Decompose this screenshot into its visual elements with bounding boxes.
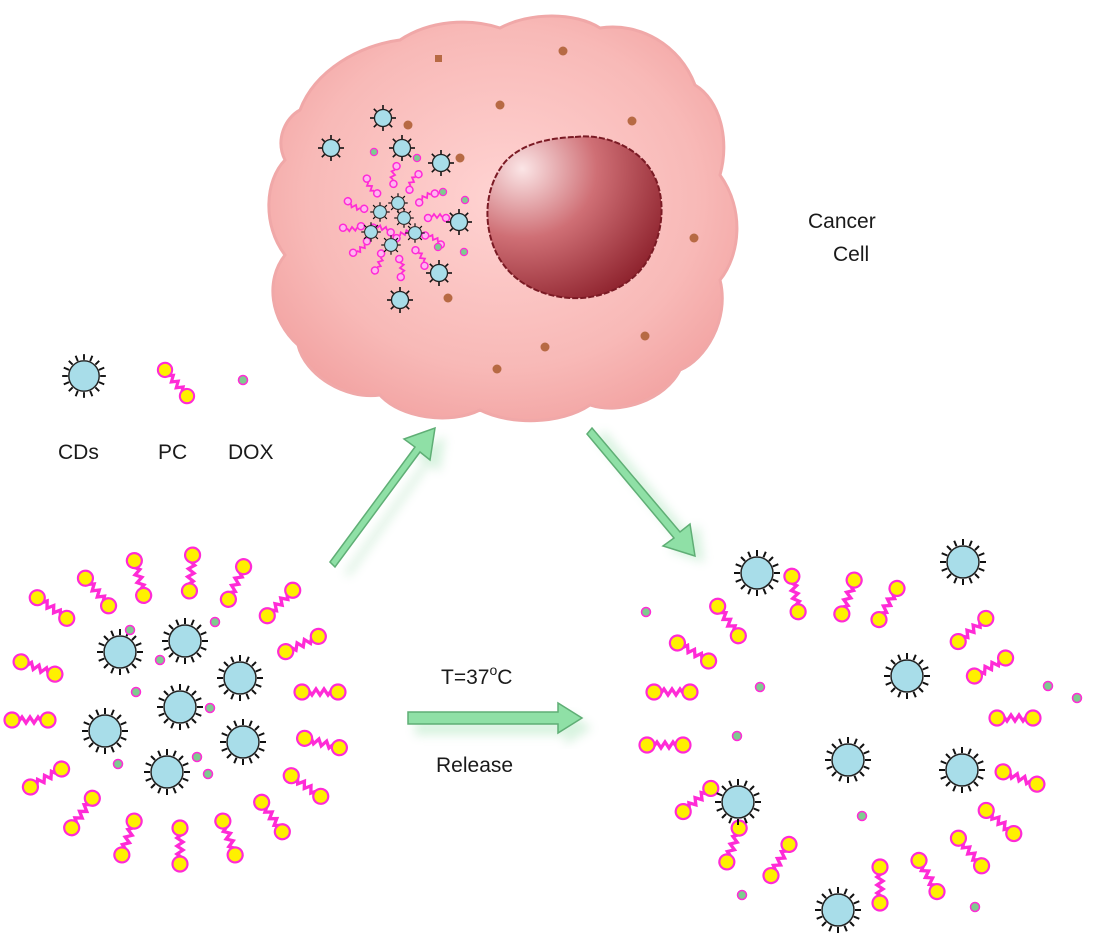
cancer-cell <box>267 14 739 423</box>
arrows <box>329 426 704 745</box>
cytoplasm-granules <box>403 46 699 374</box>
pc-molecule-icon <box>153 358 199 408</box>
legend-pc-label: PC <box>158 441 187 464</box>
release-label: Release <box>436 754 513 777</box>
temperature-label: T=37oC <box>441 662 512 689</box>
cell-nucleus <box>486 135 663 300</box>
cancer-cell-label-line2: Cell <box>833 243 869 266</box>
released-pc <box>638 566 1048 912</box>
uptake-arrow <box>329 426 445 577</box>
exit-arrow <box>586 426 704 563</box>
released-components <box>638 538 1083 934</box>
temperature-unit: C <box>497 666 512 689</box>
carbon-dot-icon <box>61 353 107 399</box>
legend-cds-label: CDs <box>58 441 99 464</box>
micelle-cds-core <box>81 617 267 796</box>
drug-loaded-micelle <box>3 545 350 873</box>
dox-molecule-icon <box>237 374 249 386</box>
cancer-cell-label-line1: Cancer <box>808 210 876 233</box>
temperature-value: T=37 <box>441 666 489 689</box>
temperature-degree: o <box>489 662 497 678</box>
legend: CDs PC DOX <box>58 353 274 464</box>
release-arrow <box>407 701 592 745</box>
legend-dox-label: DOX <box>228 441 274 464</box>
